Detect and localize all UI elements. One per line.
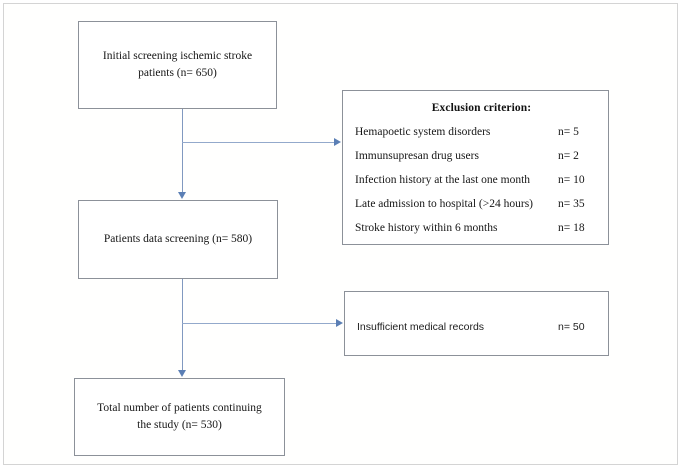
node-total-patients-continuing-label: Total number of patients continuing the …	[97, 402, 262, 431]
arrow-down-to-total	[178, 370, 186, 377]
connector-branch-to-insufficient	[182, 323, 337, 324]
node-total-patients-continuing: Total number of patients continuing the …	[74, 378, 285, 456]
exclusion-row-label: Late admission to hospital (>24 hours)	[355, 197, 534, 210]
connector-screening-to-total	[182, 279, 183, 371]
exclusion-row: Infection history at the last one month …	[343, 168, 608, 192]
node-initial-screening: Initial screening ischemic stroke patien…	[78, 21, 277, 109]
exclusion-row-label: Hemapoetic system disorders	[355, 125, 491, 138]
exclusion-row: Hemapoetic system disorders n= 5	[343, 120, 608, 144]
exclusion-row-label: Stroke history within 6 months	[355, 221, 498, 234]
exclusion-row: Immunsupresan drug users n= 2	[343, 144, 608, 168]
arrow-down-to-screening	[178, 192, 186, 199]
connector-branch-to-exclusion	[182, 142, 335, 143]
exclusion-row-count: n= 18	[558, 221, 585, 234]
connector-initial-to-screening	[182, 109, 183, 193]
insufficient-records-row: Insufficient medical records n= 50	[345, 318, 608, 336]
exclusion-row-count: n= 35	[558, 197, 585, 210]
exclusion-row: Late admission to hospital (>24 hours) n…	[343, 192, 608, 216]
exclusion-row-label: Immunsupresan drug users	[355, 149, 479, 162]
exclusion-row-count: n= 5	[558, 125, 579, 138]
node-patients-data-screening-label: Patients data screening (n= 580)	[103, 233, 253, 246]
exclusion-row-count: n= 10	[558, 173, 585, 186]
node-initial-screening-label: Initial screening ischemic stroke patien…	[102, 50, 253, 79]
exclusion-row: Stroke history within 6 months n= 18	[343, 216, 608, 240]
node-insufficient-medical-records: Insufficient medical records n= 50	[344, 291, 609, 356]
arrow-right-to-exclusion	[334, 138, 341, 146]
exclusion-criteria-title: Exclusion criterion:	[431, 102, 532, 114]
node-patients-data-screening: Patients data screening (n= 580)	[78, 200, 278, 279]
node-exclusion-criteria: Exclusion criterion: Hemapoetic system d…	[342, 90, 609, 245]
exclusion-row-label: Infection history at the last one month	[355, 173, 531, 186]
arrow-right-to-insufficient	[336, 319, 343, 327]
insufficient-records-label: Insufficient medical records	[357, 321, 485, 333]
insufficient-records-count: n= 50	[558, 321, 585, 333]
exclusion-row-count: n= 2	[558, 149, 579, 162]
